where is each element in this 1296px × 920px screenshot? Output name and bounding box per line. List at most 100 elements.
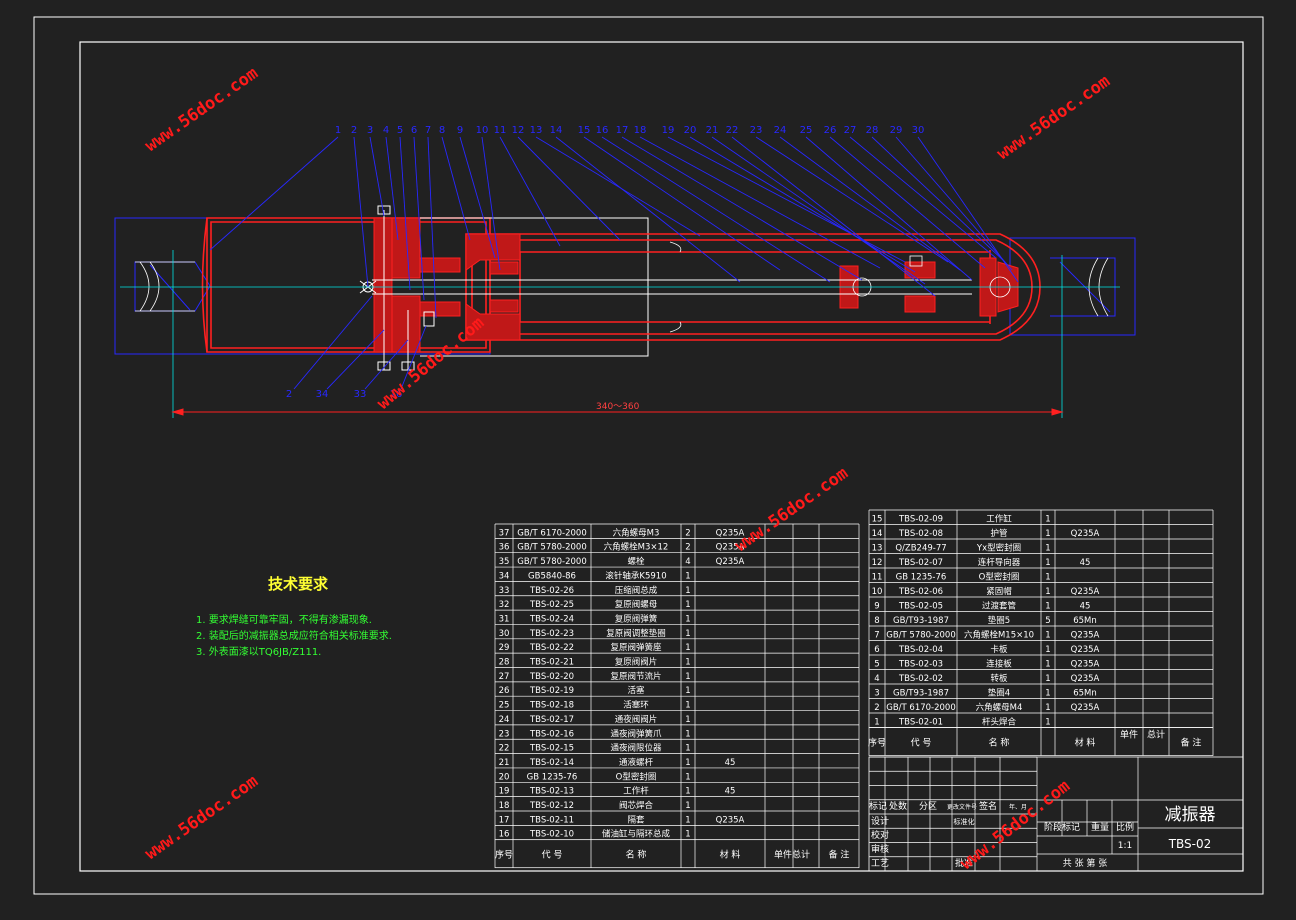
bom-cell: 过渡套管 (982, 601, 1016, 612)
leader-line (427, 136, 437, 319)
bom-cell: Yx型密封圈 (976, 543, 1021, 554)
bom-cell: 25 (499, 701, 510, 711)
leader-line (829, 136, 986, 269)
bom-cell: 1 (685, 600, 690, 610)
drawing-code: TBS-02 (1168, 837, 1212, 851)
title-block-label: 标准化 (954, 817, 975, 826)
bom-cell: 1 (1045, 631, 1050, 641)
bom-cell: 4 (874, 674, 879, 684)
leader-line (621, 136, 863, 281)
bom-cell: 1 (1045, 689, 1050, 699)
leader-line (353, 136, 369, 288)
bom-cell: 六角螺母M4 (976, 702, 1023, 713)
bom-cell: 1 (1045, 602, 1050, 612)
leader-line (326, 329, 385, 390)
bom-cell: Q235A (1071, 587, 1100, 597)
bom-cell: 储油缸与隔环总成 (602, 829, 671, 840)
bom-cell: GB/T93-1987 (893, 689, 949, 699)
bom-cell: 1 (874, 718, 879, 728)
callout-number: 21 (706, 125, 719, 136)
callout-number: 2 (286, 389, 292, 400)
bom-cell: 10 (872, 587, 883, 597)
bom-cell: 1 (685, 614, 690, 624)
bom-cell: 45 (725, 787, 736, 797)
bom-cell: 7 (874, 631, 879, 641)
bom-cell: TBS-02-08 (898, 529, 943, 539)
bom-cell: GB 1235-76 (896, 573, 947, 583)
leader-line (385, 136, 399, 241)
bom-header-cell: 代 号 (911, 738, 932, 749)
callout-number: 7 (425, 125, 431, 136)
bom-cell: 1 (685, 701, 690, 711)
bom-cell: 45 (725, 758, 736, 768)
leader-line (209, 136, 339, 251)
bom-cell: 16 (499, 830, 510, 840)
bom-cell: TBS-02-14 (529, 758, 574, 768)
bom-cell: 阀芯焊合 (619, 800, 654, 811)
bom-cell: 复原阀调整垫圈 (606, 628, 666, 639)
title-block-label: 比例 (1116, 821, 1134, 833)
bom-cell: 1 (685, 801, 690, 811)
bom-cell: 8 (874, 616, 879, 626)
callout-number: 2 (351, 125, 357, 136)
bom-cell: 通夜阀限位器 (610, 743, 662, 754)
bom-cell: 1 (685, 772, 690, 782)
bom-cell: 2 (874, 703, 879, 713)
bom-cell: 1 (1045, 718, 1050, 728)
bom-header-cell: 材 料 (720, 849, 741, 861)
bom-cell: O型密封圈 (979, 572, 1020, 583)
bom-header-cell: 材 料 (1075, 737, 1096, 749)
bom-cell: 1 (1045, 587, 1050, 597)
bom-cell: 1 (1045, 573, 1050, 583)
bom-cell: 紧固帽 (986, 586, 1012, 597)
watermark-text: www.56doc.com (141, 771, 261, 864)
bom-cell: 通夜阀阀片 (615, 714, 658, 725)
bom-cell: 滚针轴承K5910 (605, 570, 666, 581)
title-block-label: 设计 (871, 815, 889, 827)
bom-cell: 1 (685, 758, 690, 768)
bom-cell: 复原阀弹簧 (615, 613, 658, 624)
callout-number: 27 (844, 125, 857, 136)
bom-cell: Q/ZB249-77 (895, 544, 946, 554)
watermark-text: www.56doc.com (731, 463, 851, 556)
bom-cell: 通液螺杆 (619, 757, 654, 768)
callout-number: 8 (439, 125, 445, 136)
leader-line (871, 136, 1006, 263)
bom-cell: Q235A (716, 528, 745, 538)
bom-cell: TBS-02-18 (529, 701, 574, 711)
bom-cell: 活塞环 (623, 700, 649, 711)
bom-cell: 护管 (990, 528, 1007, 539)
tech-requirement-1: 1. 要求焊缝可靠牢固，不得有渗漏现象. (196, 615, 372, 626)
bom-cell: 工作杆 (623, 786, 649, 797)
bom-cell: 30 (499, 629, 510, 639)
leader-line (413, 136, 425, 301)
bom-header-cell: 名 称 (989, 737, 1010, 749)
callout-number: 29 (890, 125, 903, 136)
bom-cell: 11 (872, 573, 883, 583)
bom-cell: 29 (499, 643, 510, 653)
callout-number: 14 (550, 125, 563, 136)
bom-cell: GB5840-86 (528, 571, 576, 581)
inner-border (79, 41, 1244, 872)
bom-cell: 12 (872, 558, 883, 568)
bom-cell: 5 (874, 660, 879, 670)
bom-cell: 1 (1045, 703, 1050, 713)
bom-cell: 2 (685, 528, 690, 538)
leader-line (400, 325, 427, 390)
bom-cell: 垫圈5 (988, 615, 1010, 626)
bom-cell: 1 (685, 815, 690, 825)
title-block-label: 批准 (955, 857, 973, 869)
leader-line (481, 136, 501, 271)
watermark-text: www.56doc.com (993, 71, 1113, 164)
leader-line (689, 136, 916, 273)
bom-cell: 隔套 (627, 814, 645, 825)
bom-cell: 32 (499, 600, 510, 610)
bom-cell: 1 (685, 744, 690, 754)
bom-cell: TBS-02-17 (529, 715, 574, 725)
title-block-label: 签名 (979, 800, 997, 812)
callout-number: 33 (354, 389, 367, 400)
bom-cell: TBS-02-02 (898, 674, 943, 684)
bom-cell: 活塞 (627, 685, 645, 696)
leader-line (369, 136, 385, 217)
